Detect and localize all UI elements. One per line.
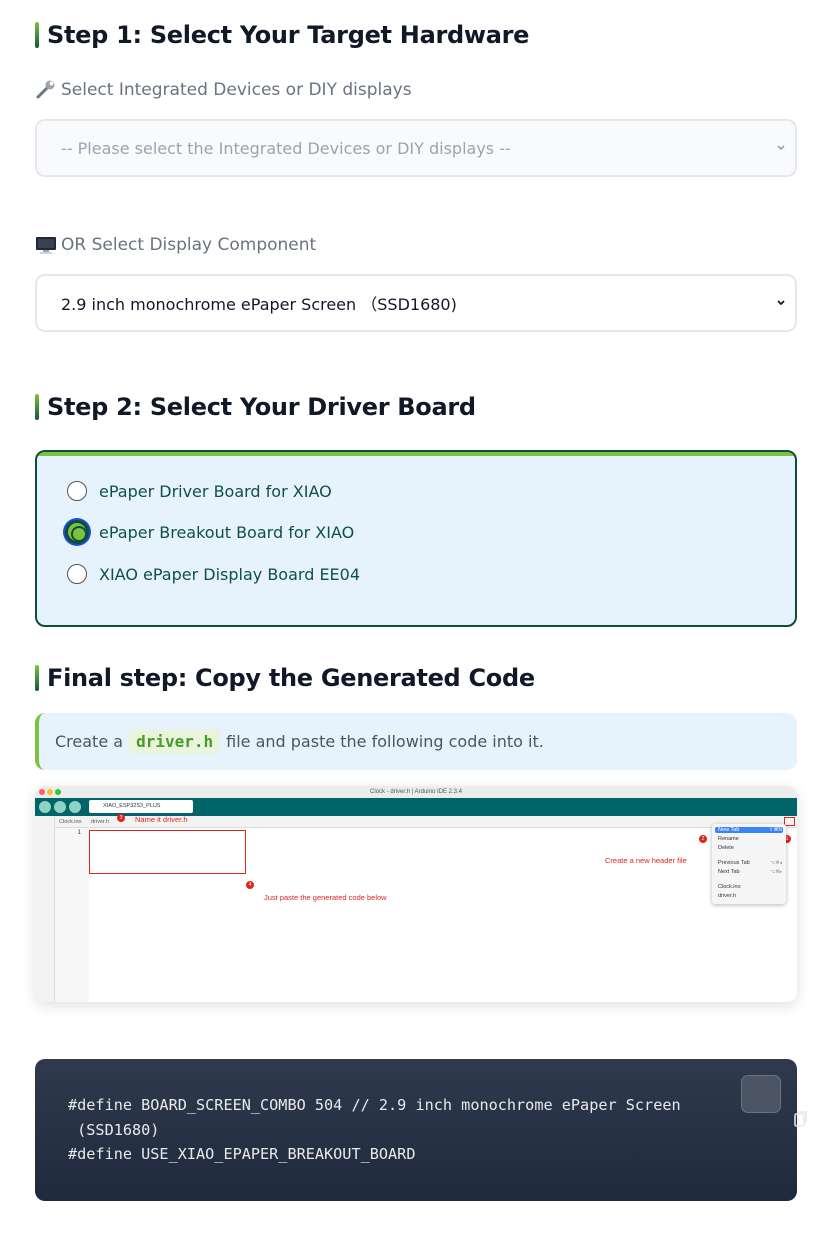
step1-title: Step 1: Select Your Target Hardware bbox=[35, 20, 529, 50]
display-component-select[interactable]: 2.9 inch monochrome ePaper Screen （SSD16… bbox=[35, 274, 797, 332]
minimize-dot-icon bbox=[47, 789, 53, 795]
menu-button-highlight bbox=[784, 817, 795, 826]
annotation-header: Create a new header file bbox=[605, 856, 687, 865]
step2-title: Step 2: Select Your Driver Board bbox=[35, 392, 476, 422]
monitor-icon bbox=[35, 235, 57, 255]
zoom-dot-icon bbox=[55, 789, 61, 795]
menu-clock-ino: Clock.ino bbox=[718, 884, 741, 890]
ide-window-title: Clock - driver.h | Arduino IDE 2.3.4 bbox=[35, 786, 797, 798]
integrated-devices-select[interactable]: -- Please select the Integrated Devices … bbox=[35, 119, 797, 177]
upload-icon bbox=[54, 801, 66, 813]
shortcut-new-tab: ⇧⌘N bbox=[769, 827, 782, 833]
shortcut-next-tab: ⌥⌘▸ bbox=[770, 869, 782, 874]
filename-code: driver.h bbox=[129, 729, 221, 754]
badge-3: 3 bbox=[117, 814, 125, 822]
copy-button[interactable] bbox=[741, 1075, 807, 1127]
code-line: #define USE_XIAO_EPAPER_BREAKOUT_BOARD bbox=[68, 1145, 416, 1163]
chevron-down-icon bbox=[773, 140, 789, 156]
menu-next-tab: Next Tab bbox=[718, 869, 740, 875]
radio-label: ePaper Breakout Board for XIAO bbox=[99, 522, 355, 542]
menu-delete: Delete bbox=[718, 845, 734, 851]
radio-option-ee04[interactable]: XIAO ePaper Display Board EE04 bbox=[67, 564, 360, 584]
integrated-devices-label-text: Select Integrated Devices or DIY display… bbox=[61, 80, 412, 100]
integrated-devices-label: Select Integrated Devices or DIY display… bbox=[35, 80, 412, 100]
ide-tabs: Clock.ino driver.h bbox=[55, 816, 797, 828]
driver-board-options: ePaper Driver Board for XIAO ePaper Brea… bbox=[35, 450, 797, 627]
radio-label: XIAO ePaper Display Board EE04 bbox=[99, 564, 361, 584]
annotation-paste: Just paste the generated code below bbox=[264, 893, 387, 902]
verify-icon bbox=[39, 801, 51, 813]
ide-toolbar: XIAO_ESP32S3_PLUS bbox=[35, 798, 797, 816]
radio-label: ePaper Driver Board for XIAO bbox=[99, 481, 332, 501]
radio-button[interactable] bbox=[67, 481, 87, 501]
ide-context-menu: New Tab ⇧⌘N Rename Delete Previous Tab ⌥… bbox=[712, 824, 786, 904]
final-step-title: Final step: Copy the Generated Code bbox=[35, 663, 535, 693]
code-line: #define BOARD_SCREEN_COMBO 504 // 2.9 in… bbox=[68, 1096, 681, 1114]
chevron-down-icon bbox=[773, 295, 789, 311]
wrench-icon bbox=[35, 80, 57, 100]
radio-button[interactable] bbox=[67, 564, 87, 584]
menu-rename: Rename bbox=[718, 836, 739, 842]
ide-sidebar bbox=[35, 816, 55, 1002]
menu-driver-h: driver.h bbox=[718, 893, 737, 899]
badge-4: 4 bbox=[246, 881, 254, 889]
ide-tab-clock: Clock.ino bbox=[59, 819, 82, 825]
display-component-label: OR Select Display Component bbox=[35, 235, 316, 255]
badge-2: 2 bbox=[699, 835, 707, 843]
menu-new-tab: New Tab bbox=[715, 827, 783, 833]
instruction-note: Create a driver.h file and paste the fol… bbox=[35, 713, 797, 770]
note-suffix: file and paste the following code into i… bbox=[226, 732, 544, 751]
display-component-select-value: 2.9 inch monochrome ePaper Screen （SSD16… bbox=[61, 295, 457, 314]
display-component-label-text: OR Select Display Component bbox=[61, 235, 317, 255]
badge-1: 1 bbox=[783, 835, 791, 843]
radio-option-driver-board[interactable]: ePaper Driver Board for XIAO bbox=[67, 481, 332, 501]
annotation-name: Name it driver.h bbox=[135, 815, 188, 824]
ide-gutter: 1 bbox=[55, 828, 89, 1002]
ide-tab-driver: driver.h bbox=[91, 819, 110, 825]
integrated-devices-select-value: -- Please select the Integrated Devices … bbox=[61, 138, 511, 158]
radio-option-breakout-board[interactable]: ePaper Breakout Board for XIAO bbox=[65, 520, 354, 544]
note-prefix: Create a bbox=[55, 732, 124, 751]
debug-icon bbox=[69, 801, 81, 813]
paste-area-highlight bbox=[89, 830, 246, 874]
close-dot-icon bbox=[39, 789, 45, 795]
arduino-ide-screenshot: Clock - driver.h | Arduino IDE 2.3.4 XIA… bbox=[35, 786, 797, 1002]
code-line: (SSD1680) bbox=[68, 1120, 160, 1139]
copy-icon bbox=[793, 1110, 807, 1127]
radio-button-checked[interactable] bbox=[65, 520, 89, 544]
board-selector: XIAO_ESP32S3_PLUS bbox=[89, 800, 193, 813]
shortcut-previous-tab: ⌥⌘◂ bbox=[770, 860, 782, 865]
generated-code-block: #define BOARD_SCREEN_COMBO 504 // 2.9 in… bbox=[35, 1059, 807, 1201]
menu-previous-tab: Previous Tab bbox=[718, 860, 750, 866]
